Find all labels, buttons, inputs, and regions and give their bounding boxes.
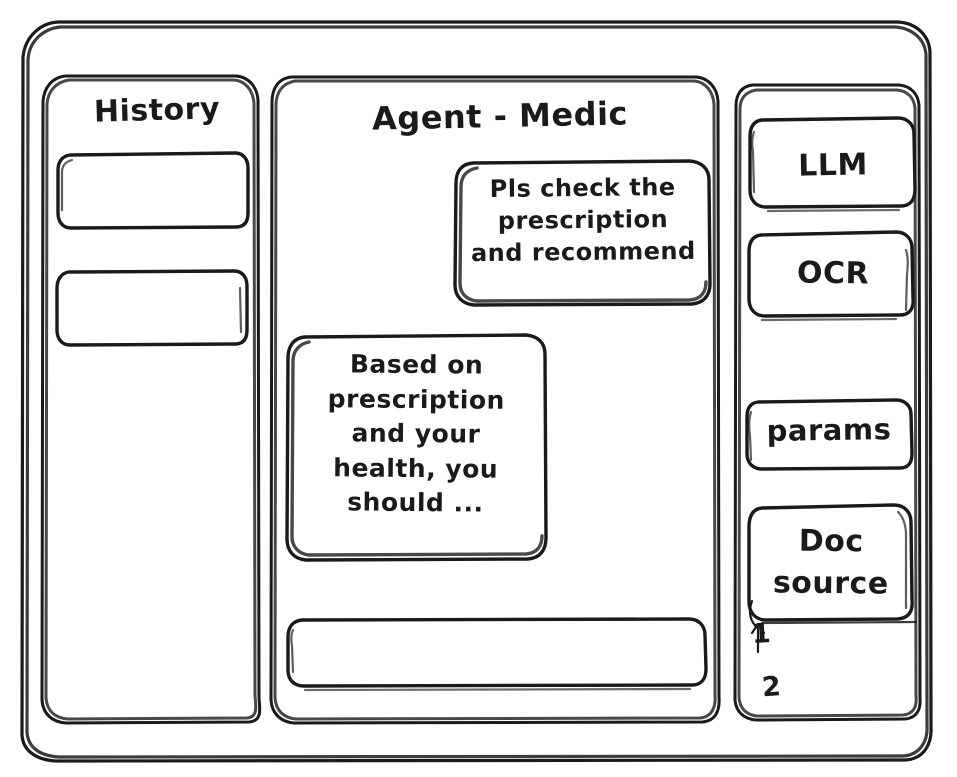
history-item-1[interactable] — [57, 152, 249, 230]
doc-source-item-2[interactable]: 2 — [760, 671, 783, 704]
doc-source-item-1[interactable]: 1 — [751, 618, 773, 651]
user-message-text: Pls check the prescription and recommend — [470, 173, 696, 268]
message-input[interactable] — [288, 619, 706, 687]
history-item-2[interactable] — [56, 270, 248, 346]
history-panel-title: History — [93, 91, 221, 130]
tool-button-doc-source[interactable]: Doc source — [772, 523, 889, 602]
page-title: Agent - Medic — [371, 94, 629, 138]
tool-button-llm[interactable]: LLM — [797, 147, 869, 184]
tool-button-ocr[interactable]: OCR — [796, 255, 870, 292]
assistant-message-text: Based on prescription and your health, y… — [327, 349, 506, 518]
tool-button-params[interactable]: params — [766, 412, 892, 448]
